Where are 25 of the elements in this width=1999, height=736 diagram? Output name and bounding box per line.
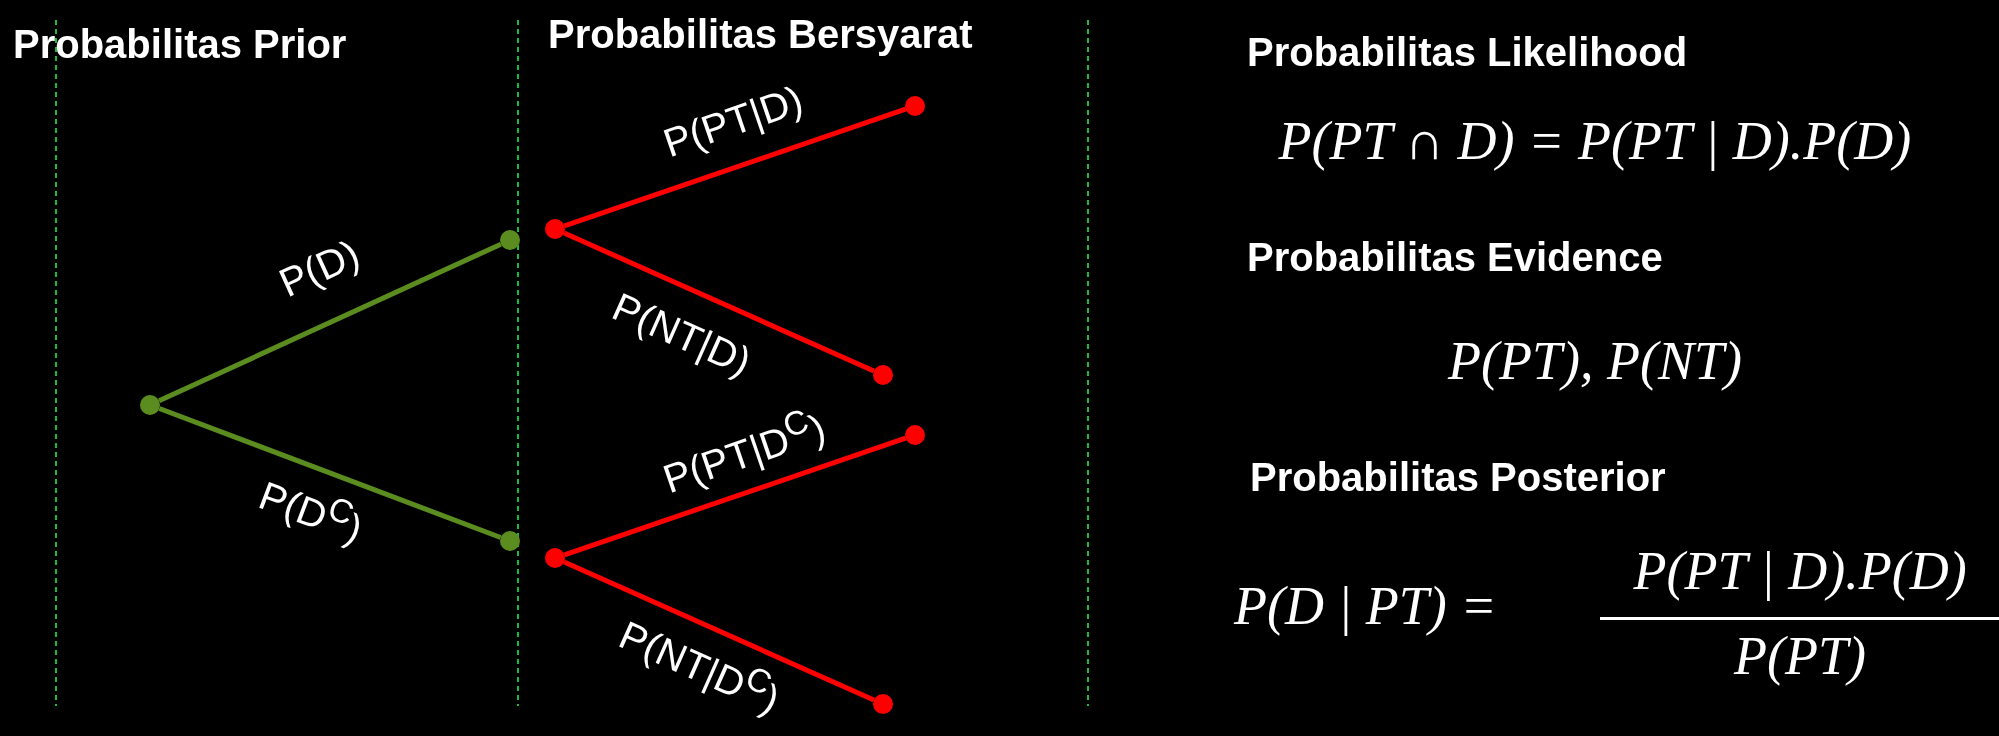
tree-node-dot [905, 96, 925, 116]
tree-node-dot [873, 694, 893, 714]
formula: P(PT | D).P(D) [1633, 540, 1967, 602]
branch-line [158, 406, 502, 540]
tree-node-dot [545, 219, 565, 239]
heading: Probabilitas Likelihood [1247, 30, 1688, 75]
heading: Probabilitas Bersyarat [548, 12, 973, 57]
formula: P(PT), P(NT) [1448, 330, 1742, 392]
tree-node-dot [545, 548, 565, 568]
branch-line [563, 559, 875, 703]
tree-node-dot [873, 365, 893, 385]
tree-node-dot [500, 230, 520, 250]
heading: Probabilitas Prior [13, 22, 347, 67]
branch-line [158, 241, 502, 404]
formula: P(PT ∩ D) = P(PT | D).P(D) [1278, 110, 1912, 172]
formula: P(D | PT) = [1234, 575, 1497, 637]
branch-line [563, 435, 907, 558]
heading: Probabilitas Posterior [1250, 455, 1666, 500]
tree-node-dot [905, 425, 925, 445]
heading: Probabilitas Evidence [1247, 235, 1663, 280]
tree-node-dot [140, 395, 160, 415]
branch-line [563, 106, 907, 229]
formula: P(PT) [1734, 625, 1866, 687]
tree-node-dot [500, 531, 520, 551]
branch-line [563, 230, 875, 374]
